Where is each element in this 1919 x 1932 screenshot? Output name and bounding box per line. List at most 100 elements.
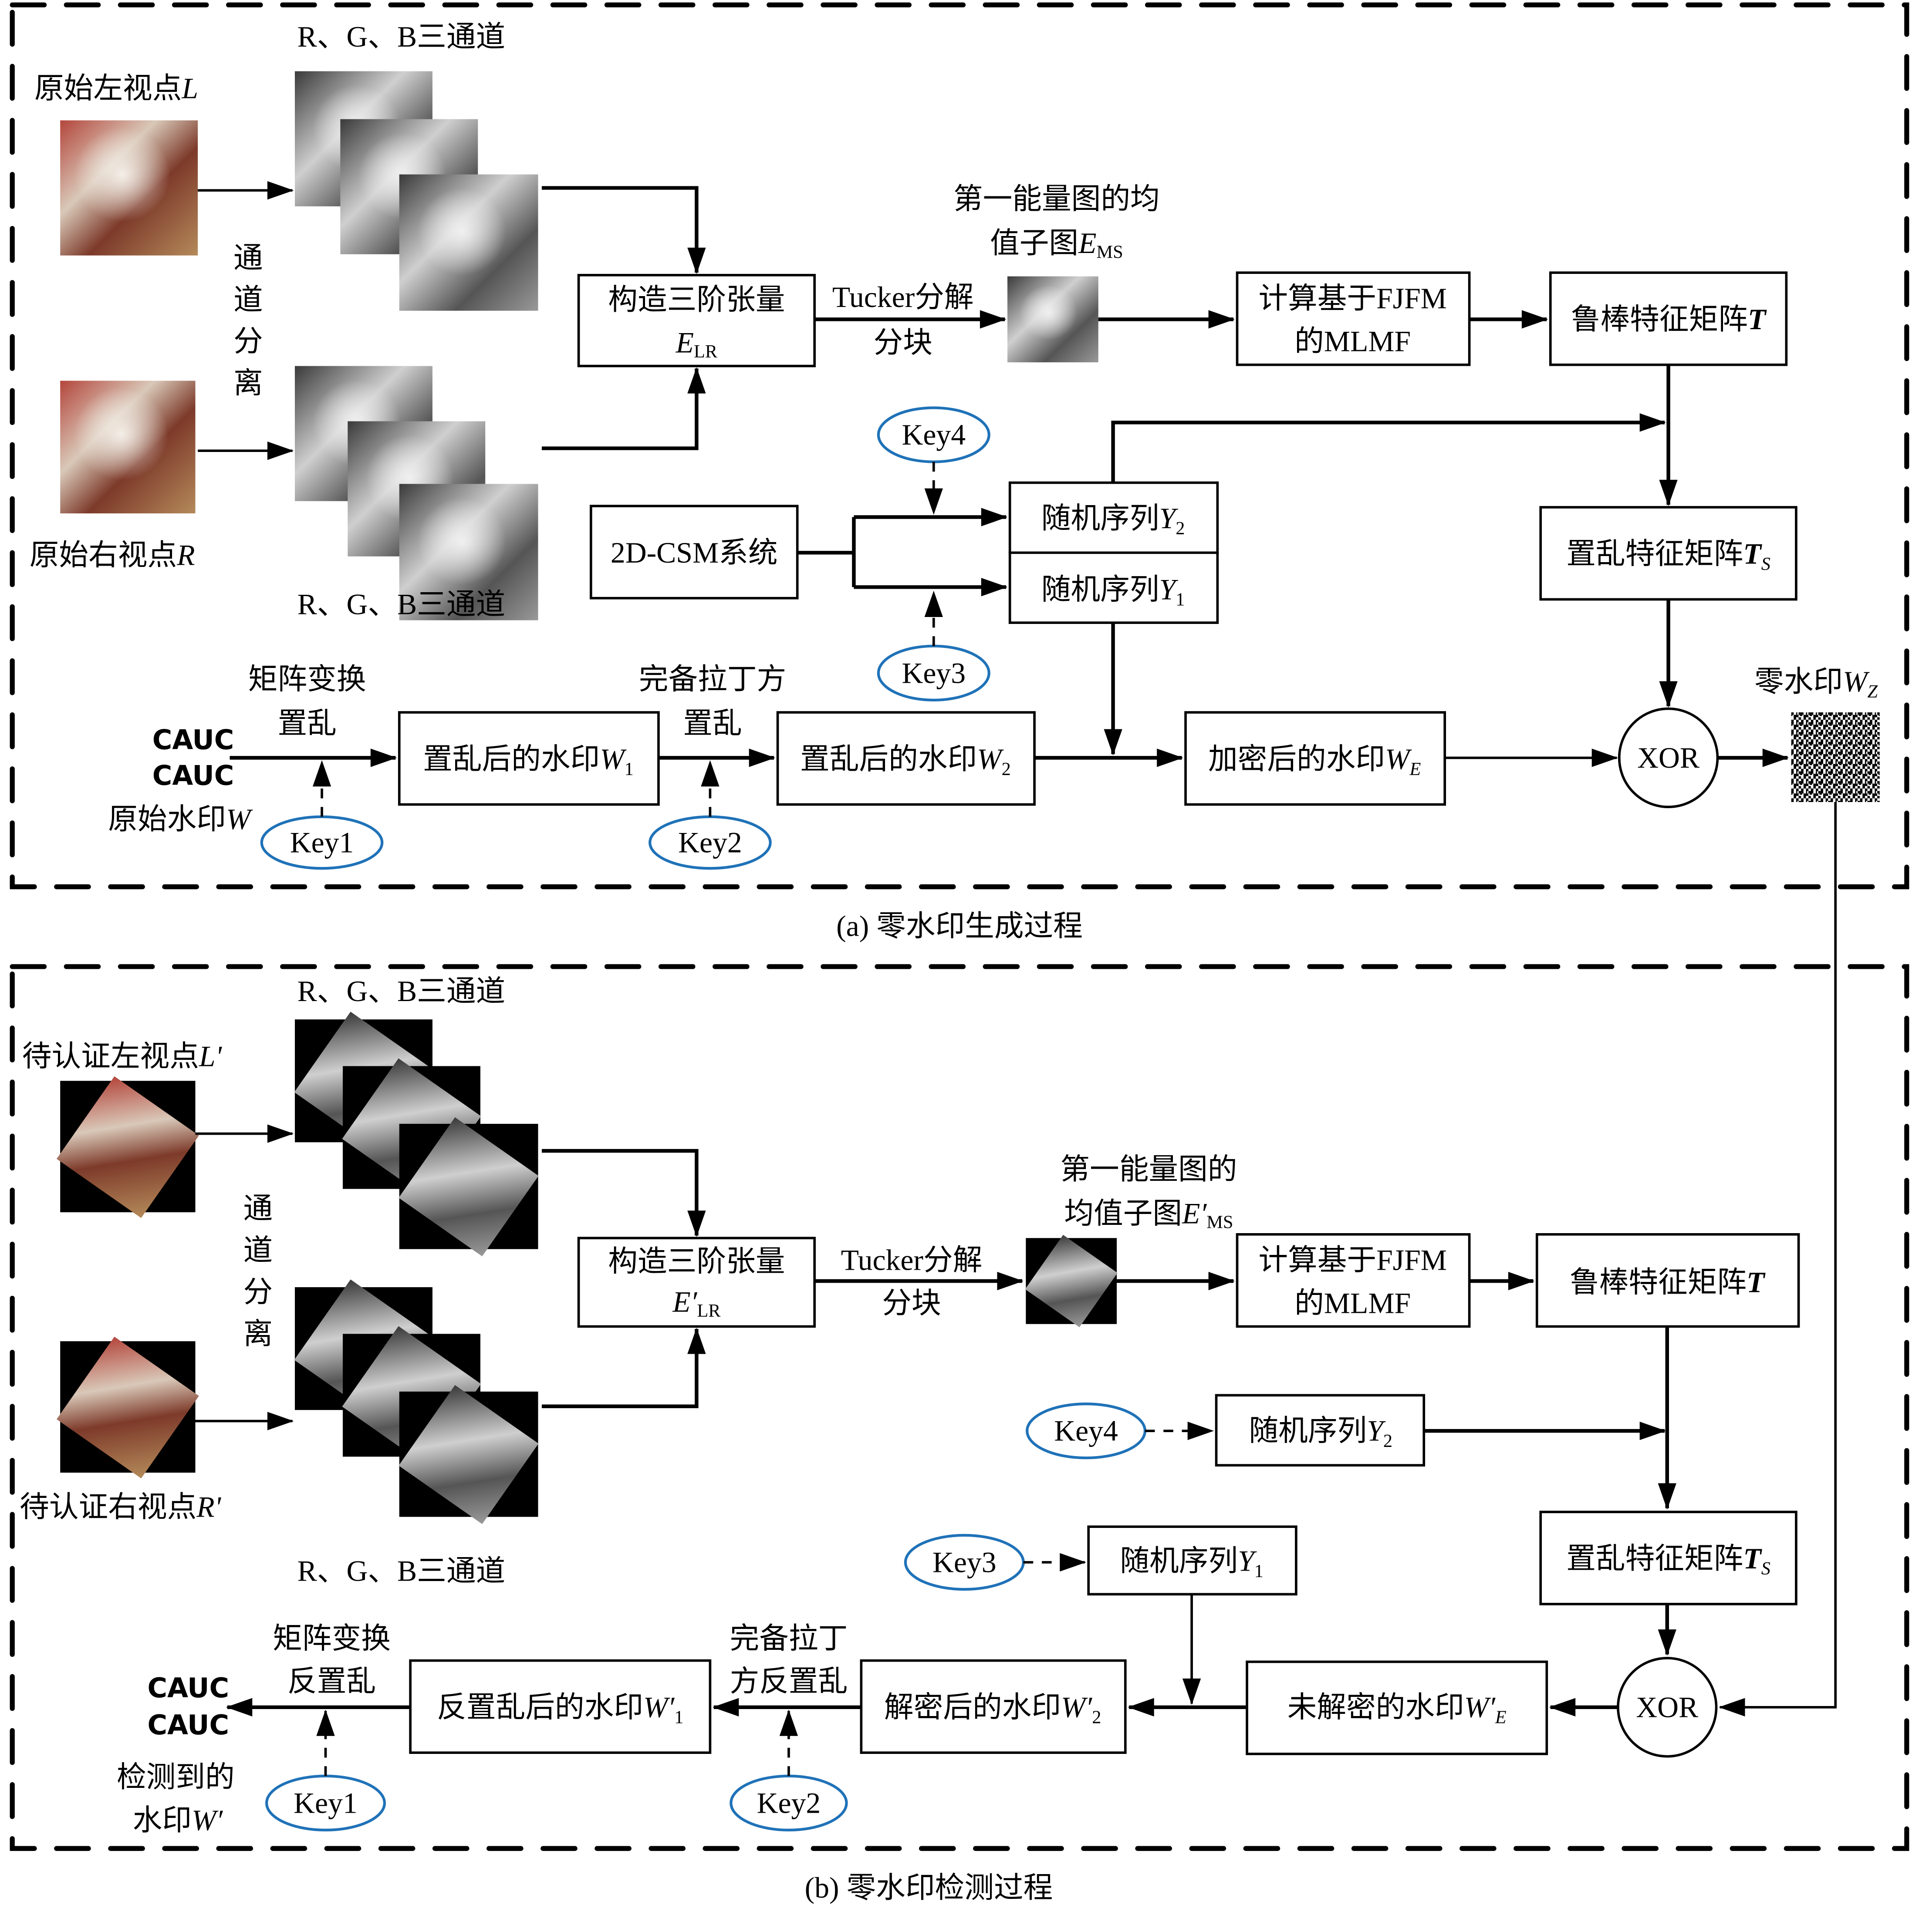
scrambled-w2-box — [776, 711, 1036, 806]
left-view-image — [60, 120, 198, 256]
svg-text:分: 分 — [243, 1276, 273, 1308]
tensor-box-b — [577, 1237, 816, 1328]
left-view-label: 原始左视点L — [34, 72, 198, 105]
key3-label: Key3 — [902, 657, 966, 689]
scrambled-feature-label: 置乱特征矩阵TS — [1566, 538, 1770, 574]
zero-watermark-image — [1791, 712, 1880, 802]
random-seq-y1-label: 随机序列Y1 — [1041, 573, 1185, 610]
panel-detection: R、G、B三通道 待认证左视点L' 待认证右视点R' 通 道 分 离 — [10, 964, 1909, 1904]
energy-subimage-b — [1025, 1234, 1118, 1328]
tensor-box-b-var: E′LR — [672, 1286, 721, 1321]
energy-map-label-b: 第一能量图的 — [1060, 1153, 1237, 1186]
rgb-channels-top-label: R、G、B三通道 — [297, 20, 506, 53]
key4-label-b: Key4 — [1054, 1415, 1118, 1447]
key1-label-b: Key1 — [294, 1787, 358, 1819]
svg-text:通: 通 — [243, 1192, 273, 1225]
arrow-zero-wm-to-detection-xor — [1719, 802, 1837, 1716]
tucker-label: Tucker分解 — [832, 281, 974, 314]
svg-text:道: 道 — [233, 283, 263, 316]
key2-label-b: Key2 — [757, 1787, 821, 1819]
random-seq-y2-label: 随机序列Y2 — [1041, 502, 1185, 539]
right-rgb-channel-stack — [294, 366, 538, 620]
matrix-transform-label-b: 矩阵变换 — [273, 1622, 391, 1655]
csm-system-label: 2D-CSM系统 — [611, 536, 778, 569]
panel-b-frame — [10, 964, 1909, 1851]
left-rgb-channel-stack — [294, 71, 538, 311]
scrambled-w1-label: 置乱后的水印W1 — [423, 743, 634, 779]
mlmf-box-line1: 计算基于FJFM — [1258, 282, 1447, 315]
original-watermark-label: 原始水印W — [108, 803, 253, 836]
detected-watermark-line-2: CAUC — [147, 1709, 229, 1741]
svg-text:离: 离 — [243, 1318, 273, 1350]
detected-watermark-var: 水印W′ — [133, 1804, 223, 1837]
scrambled-feature-label-b: 置乱特征矩阵TS — [1566, 1542, 1770, 1579]
watermark-line-1: CAUC — [152, 724, 234, 756]
test-right-view-image — [56, 1336, 199, 1479]
latin-scramble-label: 置乱 — [683, 707, 742, 740]
xor-label-a: XOR — [1637, 742, 1700, 774]
svg-text:道: 道 — [243, 1234, 273, 1267]
arrow-test-bottom-stack-to-tensor — [541, 1328, 706, 1408]
latin-inverse-label-b: 方反置乱 — [730, 1665, 848, 1698]
right-view-label: 原始右视点R — [30, 539, 195, 572]
tensor-box-title: 构造三阶张量 — [608, 283, 785, 316]
tensor-box-b-title: 构造三阶张量 — [608, 1245, 785, 1278]
matrix-scramble-label: 置乱 — [277, 707, 336, 740]
rgb-channels-bottom-label-b: R、G、B三通道 — [297, 1554, 506, 1587]
key1-label: Key1 — [290, 826, 354, 859]
energy-map-var: 值子图EMS — [990, 227, 1123, 262]
inverse-scrambled-w1-box — [409, 1659, 712, 1754]
robust-feature-text: 鲁棒特征矩阵T — [1571, 303, 1767, 336]
block-label: 分块 — [874, 327, 932, 359]
robust-feature-label-b: 鲁棒特征矩阵T — [1570, 1266, 1766, 1298]
svg-text:通: 通 — [233, 242, 263, 274]
tensor-box — [577, 274, 816, 368]
arrow-test-top-stack-to-tensor — [541, 1149, 706, 1237]
random-seq-y1-label-b: 随机序列Y1 — [1120, 1545, 1264, 1581]
scrambled-w1-box — [398, 711, 660, 806]
caption-a: (a) 零水印生成过程 — [836, 910, 1083, 942]
xor-label-b: XOR — [1636, 1691, 1699, 1723]
detected-watermark-label: 检测到的 — [117, 1761, 235, 1794]
scrambled-w2-label: 置乱后的水印W2 — [800, 743, 1011, 779]
encrypted-we-label: 加密后的水印WE — [1208, 743, 1421, 779]
energy-map-var-b: 均值子图E′MS — [1064, 1197, 1233, 1232]
mlmf-box-b-line2: 的MLMF — [1294, 1287, 1411, 1319]
mlmf-box-line2: 的MLMF — [1294, 325, 1411, 358]
scrambled-feature-box — [1539, 506, 1797, 601]
decrypted-watermark-label: 解密后的水印W′2 — [884, 1691, 1101, 1727]
rgb-channels-bottom-label: R、G、B三通道 — [297, 588, 506, 620]
inverse-scrambled-w1-label: 反置乱后的水印W′1 — [437, 1691, 683, 1727]
latin-square-label-b: 完备拉丁 — [730, 1622, 848, 1655]
svg-text:离: 离 — [233, 367, 263, 400]
arrow-y2-to-scramble — [1111, 413, 1666, 483]
mlmf-box-b — [1236, 1233, 1471, 1328]
zero-watermark-label: 零水印WZ — [1754, 665, 1878, 702]
panel-generation: 原始左视点L 原始右视点R 通 道 分 离 R、G、B三通道 — [10, 2, 1909, 942]
arrow-top-stack-to-tensor — [541, 186, 706, 274]
energy-map-label: 第一能量图的均 — [953, 183, 1160, 216]
decrypted-watermark-box — [860, 1659, 1127, 1754]
energy-subimage — [1007, 276, 1098, 363]
scrambled-feature-box-b — [1539, 1511, 1797, 1605]
robust-feature-box-b — [1535, 1233, 1800, 1328]
caption-b: (b) 零水印检测过程 — [805, 1871, 1053, 1904]
svg-text:分: 分 — [233, 325, 263, 358]
detected-watermark-line-1: CAUC — [147, 1672, 229, 1704]
block-label-b: 分块 — [882, 1287, 941, 1319]
mlmf-box-b-line1: 计算基于FJFM — [1258, 1244, 1447, 1277]
random-seq-y2-label-b: 随机序列Y2 — [1249, 1415, 1393, 1451]
panel-a-frame — [10, 2, 1909, 890]
tucker-label-b: Tucker分解 — [841, 1244, 983, 1277]
test-right-rgb-channel-stack — [294, 1279, 539, 1524]
channel-separation-label: 通 道 分 离 — [233, 242, 263, 400]
channel-separation-label-b: 通 道 分 离 — [243, 1192, 273, 1350]
test-left-view-image — [56, 1076, 199, 1218]
key4-label: Key4 — [902, 418, 966, 451]
key2-label: Key2 — [678, 826, 742, 859]
tensor-box-var: ELR — [676, 327, 718, 362]
test-left-rgb-channel-stack — [294, 1012, 539, 1257]
matrix-transform-label: 矩阵变换 — [248, 663, 366, 695]
test-left-view-label: 待认证左视点L' — [22, 1040, 223, 1072]
watermark-line-2: CAUC — [152, 759, 234, 791]
